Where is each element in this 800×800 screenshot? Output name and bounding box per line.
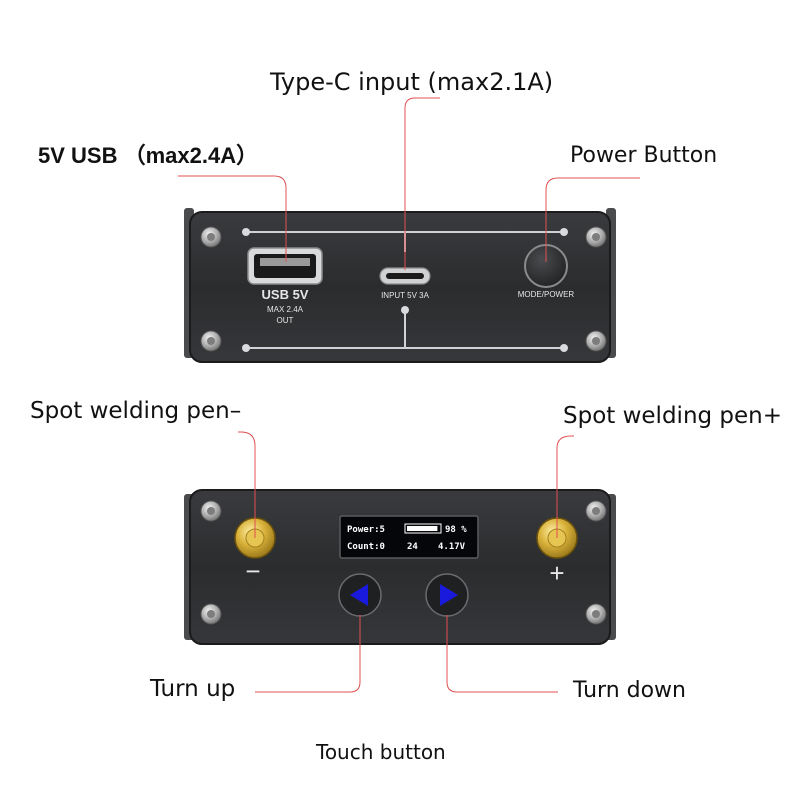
oled-battery-bar: [404, 523, 442, 534]
screw-front-bottom-right: [585, 330, 607, 352]
leader-power: [545, 177, 640, 262]
leader-type-c: [404, 97, 440, 270]
power-button-callout: Power Button: [570, 143, 718, 168]
left-arrow-icon: [350, 584, 368, 606]
screw-front-top-left: [200, 226, 222, 248]
input-port-label: INPUT 5V 3A: [381, 291, 430, 300]
oled-count-label: Count:0: [347, 542, 385, 552]
turn-up-touch-button[interactable]: [338, 573, 382, 617]
screw-back-bottom-left: [200, 603, 222, 625]
oled-power-label: Power:5: [347, 525, 385, 535]
right-arrow-icon: [440, 584, 458, 606]
turn-down-callout: Turn down: [573, 678, 686, 703]
pen-positive-callout: Spot welding pen+: [563, 403, 783, 429]
minus-sign: −: [245, 556, 260, 586]
mode-power-label: MODE/POWER: [518, 290, 575, 299]
screw-front-top-right: [585, 226, 607, 248]
screw-back-bottom-right: [585, 603, 607, 625]
leader-turn-up: [255, 615, 361, 693]
oled-voltage: 4.17V: [438, 542, 466, 552]
usb-port-label: USB 5V: [262, 287, 309, 302]
usb-port-max-label: MAX 2.4A: [267, 305, 304, 314]
plus-sign: +: [549, 558, 564, 588]
usb-a-port[interactable]: [247, 247, 323, 285]
usb-port-out-label: OUT: [277, 316, 294, 325]
usb-output-callout: 5V USB （max2.4A）: [38, 143, 259, 168]
type-c-input-callout: Type-C input (max2.1A): [270, 68, 554, 96]
oled-battery-percent: 98 %: [445, 525, 467, 535]
screw-back-top-right: [585, 500, 607, 522]
leader-lines: [178, 97, 640, 693]
screw-front-bottom-left: [200, 330, 222, 352]
touch-button-callout: Touch button: [316, 740, 446, 764]
leader-pen-negative: [238, 431, 256, 538]
back-panel: [184, 489, 616, 645]
oled-count-value: 24: [407, 542, 418, 552]
turn-down-touch-button[interactable]: [425, 573, 469, 617]
type-c-port[interactable]: [379, 267, 431, 285]
leader-usb: [178, 175, 287, 262]
pen-negative-callout: Spot welding pen–: [30, 398, 242, 424]
oled-screen: [339, 515, 479, 559]
turn-up-callout: Turn up: [150, 676, 236, 702]
screw-back-top-left: [200, 500, 222, 522]
leader-turn-down: [446, 615, 558, 693]
leader-pen-positive: [556, 435, 574, 538]
